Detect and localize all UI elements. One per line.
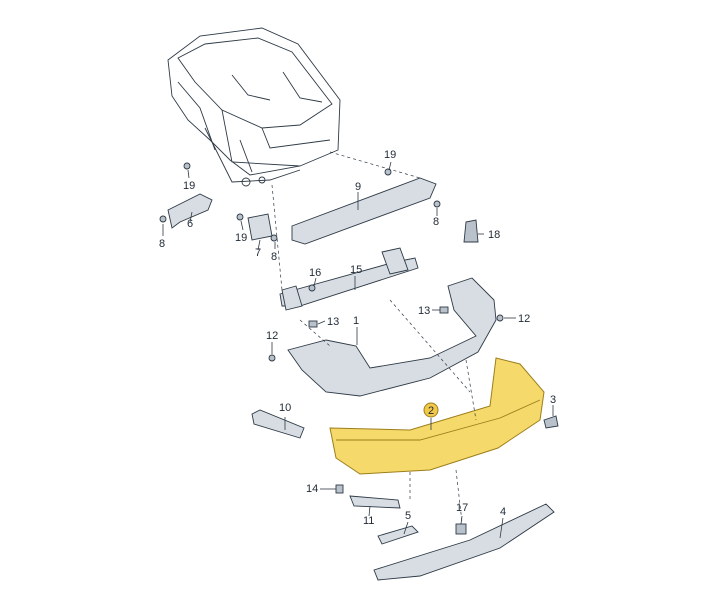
part-15-mount-right	[381, 247, 409, 275]
callout-9: 9	[355, 181, 361, 193]
part-19-screw	[183, 162, 191, 170]
callout-8-right: 8	[433, 216, 439, 228]
part-16-bolt	[308, 284, 316, 292]
part-8-nut	[433, 200, 441, 208]
callout-3: 3	[550, 394, 556, 406]
part-8-nut	[270, 234, 278, 242]
assembly-guide-lines	[271, 151, 477, 523]
callout-11: 11	[363, 515, 374, 527]
callout-15: 15	[350, 264, 362, 276]
part-14-clip	[335, 484, 344, 494]
callout-14: 14	[306, 483, 318, 495]
part-18-rubber-buffer	[463, 219, 479, 243]
callout-19-mid: 19	[235, 232, 247, 244]
callout-18: 18	[488, 229, 500, 241]
part-6-side-bracket	[167, 193, 213, 229]
part-19-screw	[236, 213, 244, 221]
callout-13-left: 13	[327, 316, 339, 328]
part-13-clip	[308, 320, 318, 328]
callout-1: 1	[353, 315, 359, 327]
part-5-trim-strip	[377, 525, 419, 545]
callout-2-badge	[423, 402, 439, 418]
callout-17: 17	[456, 502, 468, 514]
part-15-mount-left	[281, 285, 303, 311]
part-19-screw	[384, 168, 392, 176]
part-12-screw	[496, 314, 504, 322]
callout-8-mid: 8	[271, 251, 277, 263]
callout-19-top-right: 19	[384, 149, 396, 161]
part-7-mount-bracket	[247, 213, 273, 241]
callout-6: 6	[187, 218, 193, 230]
part-4-lower-spoiler	[373, 503, 555, 581]
part-2-lower-lip	[336, 399, 541, 441]
callout-8-left: 8	[159, 238, 165, 250]
part-2-rear-bumper-cover	[329, 357, 545, 475]
callout-10: 10	[279, 402, 291, 414]
callout-12-left: 12	[266, 330, 278, 342]
callout-4: 4	[500, 506, 506, 518]
part-12-screw	[268, 354, 276, 362]
callout-12-right: 12	[518, 313, 530, 325]
callout-2: 2	[428, 405, 434, 417]
part-11-reflector-right	[349, 495, 401, 509]
callout-19-left: 19	[183, 180, 195, 192]
leader-lines	[162, 161, 554, 539]
callout-16: 16	[309, 267, 321, 279]
part-3-cap	[543, 415, 559, 429]
callout-5: 5	[405, 510, 411, 522]
callout-7: 7	[255, 247, 261, 259]
callout-13-right: 13	[418, 305, 430, 317]
part-8-nut	[159, 215, 167, 223]
part-9-impact-absorber	[291, 177, 437, 245]
part-17-clip	[455, 523, 467, 535]
part-10-reflector-left	[251, 409, 305, 439]
part-1-upper-bumper-cover	[287, 277, 497, 397]
vehicle-body-shell	[167, 27, 341, 187]
part-13-clip	[439, 306, 449, 314]
